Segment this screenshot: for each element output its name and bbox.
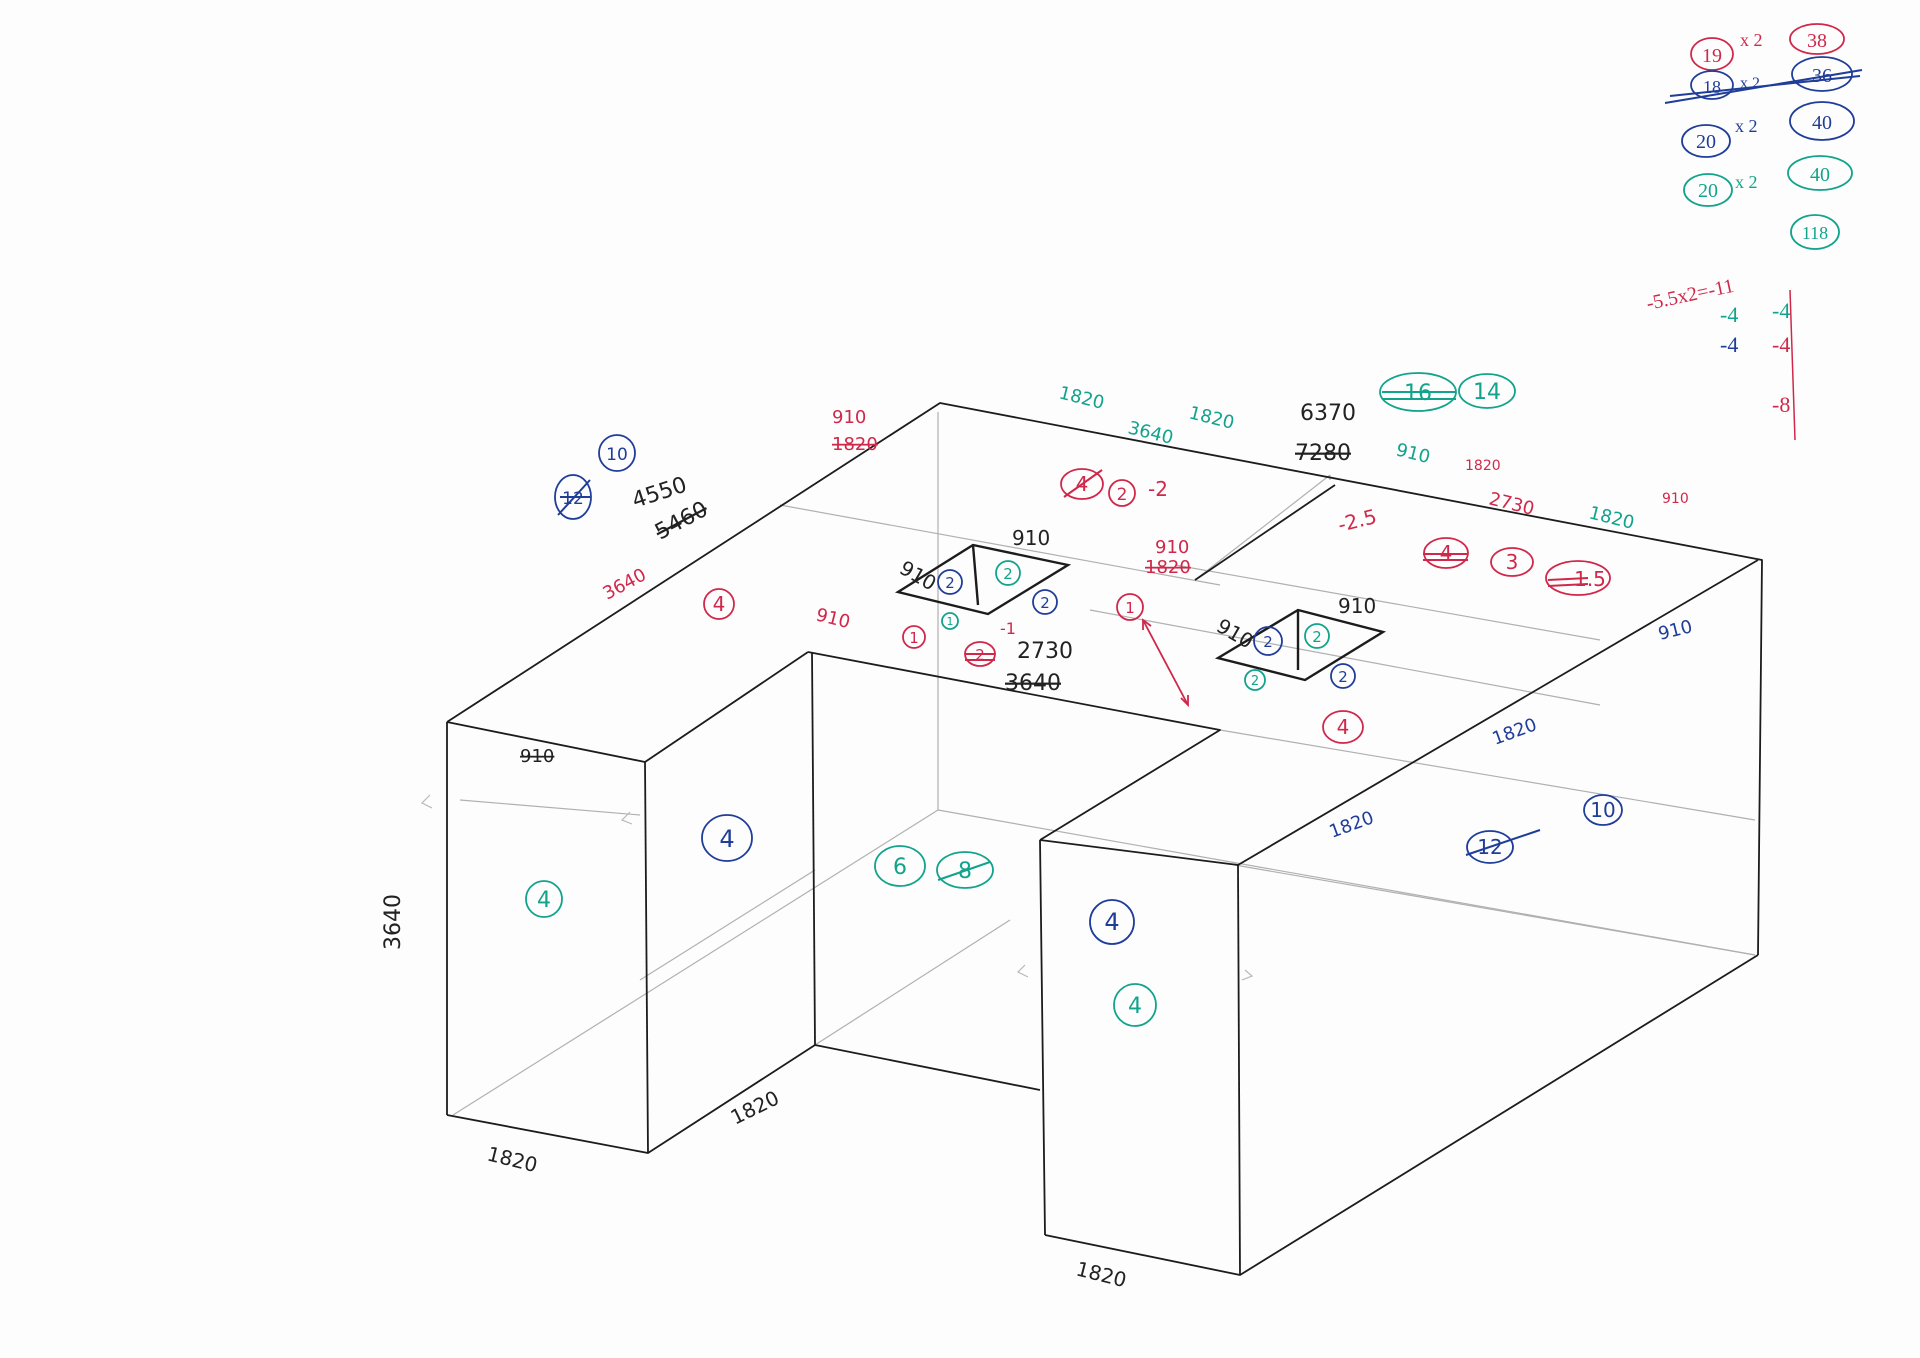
tally-total: 118 [1802, 223, 1828, 243]
blue-2-hole1: 2 [945, 574, 955, 592]
tally-calc-2a: -4 [1720, 302, 1738, 327]
dim-mid-new: 2730 [1017, 639, 1073, 664]
blue-12-old-top: 12 [562, 489, 584, 509]
red-4-top: 4 [713, 592, 726, 616]
red-strikes [965, 469, 1589, 661]
tally-row-3: 20 x 2 40 [1681, 101, 1855, 158]
tally-mult-3: x 2 [1735, 116, 1758, 136]
red-4-old-top: 4 [1076, 472, 1089, 496]
tally-row-2: 18 x 2 36 [1664, 56, 1863, 104]
tally-result-1: 38 [1807, 30, 1827, 52]
blue-910-side: 910 [1656, 616, 1694, 645]
dim-top-new: 6370 [1300, 401, 1356, 426]
red-1-hole1: 1 [909, 629, 919, 647]
dim-bottom-2: 1820 [727, 1086, 783, 1130]
red-minus25: -2.5 [1335, 504, 1379, 537]
green-6: 6 [893, 855, 907, 880]
blue-2-hole2b: 2 [1338, 668, 1348, 686]
green-3640: 3640 [1126, 417, 1176, 448]
red-910-top: 910 [832, 407, 866, 428]
red-4-old-right: 4 [1440, 541, 1453, 565]
green-1820-right: 1820 [1587, 502, 1637, 533]
red-circles [703, 468, 1611, 744]
red-910-corner: 910 [1662, 491, 1689, 507]
red-center-910: 910 [1155, 537, 1189, 558]
tally-result-3: 40 [1812, 112, 1832, 134]
red-hole1-left: 910 [814, 604, 852, 633]
green-8-old: 8 [958, 859, 972, 884]
green-1820-b: 1820 [1187, 402, 1237, 433]
hidden-lines [452, 412, 1756, 1116]
tally-count-4: 20 [1698, 180, 1718, 202]
tally-row-4: 20 x 2 40 [1683, 155, 1853, 207]
dim-hole1-b: 910 [1012, 526, 1050, 550]
red-15: 1.5 [1574, 567, 1606, 591]
tally-calc-2b: -4 [1772, 298, 1790, 323]
red-center-1820-old: 1820 [1145, 557, 1191, 578]
green-circles [525, 372, 1516, 1027]
tally-count-1: 19 [1702, 45, 1722, 67]
blue-2-hole1b: 2 [1040, 594, 1050, 612]
dim-bottom-1: 1820 [485, 1142, 540, 1178]
green-910: 910 [1394, 439, 1432, 468]
tally: 19 x 2 38 18 x 2 36 20 x 2 40 20 x 2 [1644, 23, 1863, 441]
red-minus2: -2 [1148, 477, 1168, 501]
blue-1820-side-a: 1820 [1490, 714, 1540, 749]
blue-12-old-side: 12 [1477, 835, 1502, 859]
tally-calc-3b: -4 [1772, 332, 1790, 357]
red-minus1: -1 [1000, 619, 1016, 638]
blue-2-hole2: 2 [1263, 633, 1273, 651]
green-2-hole2: 2 [1312, 628, 1322, 646]
hole-left [894, 543, 1072, 616]
red-2730: 2730 [1487, 488, 1537, 519]
red-4-mid: 4 [1337, 715, 1350, 739]
dim-top-old: 7280 [1295, 441, 1351, 466]
red-2-old-hole1: 2 [975, 646, 985, 664]
green-16-old: 16 [1404, 381, 1432, 406]
tally-count-3: 20 [1696, 131, 1716, 153]
dim-height: 3640 [381, 894, 406, 950]
tally-mult-1: x 2 [1740, 30, 1763, 50]
arrow-marks [420, 794, 1254, 981]
red-2-top: 2 [1117, 485, 1128, 505]
dim-mid-old: 3640 [1005, 671, 1061, 696]
blue-strikes [557, 479, 1541, 856]
red-right-1820-small: 1820 [1465, 458, 1501, 474]
green-2-hole1: 2 [1003, 565, 1013, 583]
green-4-right: 4 [1128, 994, 1142, 1019]
dim-bottom-3: 1820 [1074, 1257, 1129, 1293]
red-1-center: 1 [1125, 599, 1135, 617]
green-1-hole1: 1 [947, 615, 954, 628]
red-arrow [1142, 618, 1189, 708]
green-1820-a: 1820 [1057, 382, 1107, 413]
blue-4-front: 4 [719, 825, 734, 853]
blue-circles [554, 434, 1623, 945]
solid-outline [446, 402, 1763, 1276]
tally-mult-4: x 2 [1735, 172, 1758, 192]
tally-row-1: 19 x 2 38 [1690, 23, 1845, 71]
green-14: 14 [1473, 380, 1501, 405]
dim-front-910-old: 910 [520, 746, 554, 767]
dim-hole2-b: 910 [1338, 594, 1376, 618]
blue-4-right: 4 [1104, 908, 1119, 936]
red-1820-old: 1820 [832, 434, 878, 455]
tally-calc-4: -8 [1772, 392, 1790, 417]
red-3640-left: 3640 [599, 564, 649, 604]
tally-result-4: 40 [1810, 164, 1830, 186]
green-2-hole2b: 2 [1251, 674, 1259, 689]
hole-right [1214, 608, 1387, 682]
green-4-front: 4 [537, 888, 551, 913]
tally-calc-3a: -4 [1720, 332, 1738, 357]
blue-10-top: 10 [606, 445, 628, 465]
green-strikes [937, 391, 1456, 881]
blue-1820-side-b: 1820 [1327, 807, 1377, 842]
red-3: 3 [1506, 550, 1519, 574]
blue-10-side: 10 [1590, 798, 1615, 822]
